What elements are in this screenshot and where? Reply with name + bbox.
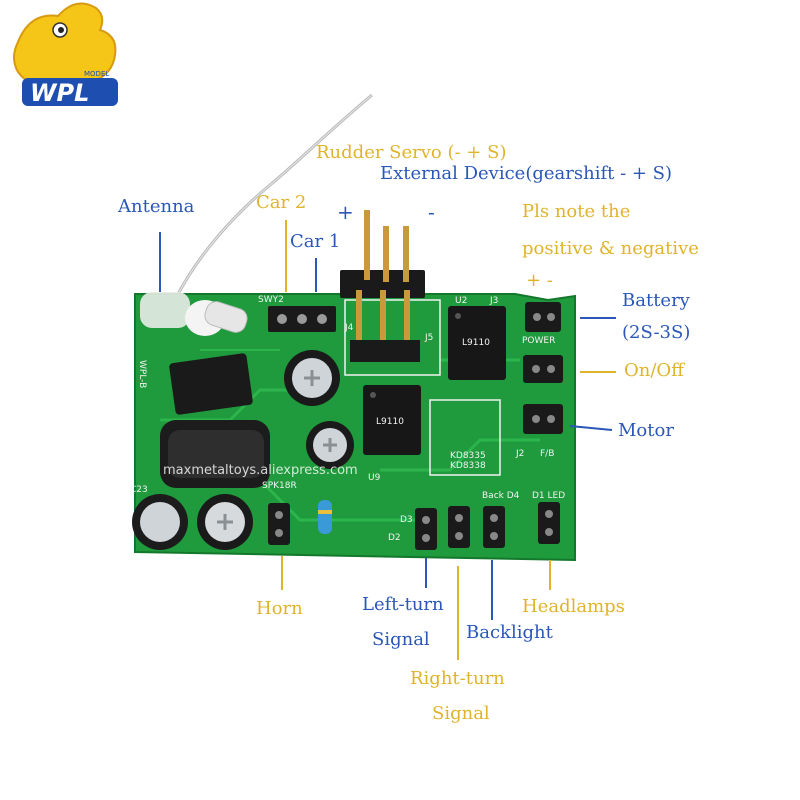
silk-d2: D2 [388,533,401,543]
silk-board-id: WPL-B [137,360,147,388]
label-rudder-servo: Rudder Servo (- + S) [316,142,506,163]
logo-text: WPL [30,79,89,107]
diode [318,500,332,534]
wpl-logo: WPL MODEL [13,2,118,107]
silk-j2: J2 [515,449,524,459]
silk-d3: D3 [400,515,413,525]
silk-u2: U2 [455,296,467,306]
label-servo-plus: + [337,200,354,224]
label-horn: Horn [256,598,303,619]
silk-u9: U9 [368,473,381,483]
label-servo-minus: - [428,200,435,224]
logo-subtext: MODEL [84,70,109,78]
label-note-line2: positive & negative [522,238,699,259]
silk-power: POWER [522,336,555,346]
car-header [268,306,336,332]
silk-j4: J4 [344,323,354,333]
silk-d1-led: D1 LED [532,491,565,501]
ic-chip-1 [448,306,506,380]
battery-connector [525,302,561,332]
capacitor-2 [306,421,354,469]
crystal [204,301,248,333]
box-capacitor [169,353,253,415]
onoff-connector [523,355,563,383]
label-external-device: External Device(gearshift - + S) [380,163,672,184]
silk-spk: SPK18R [262,481,297,491]
watermark: maxmetaltoys.aliexpress.com [163,463,358,478]
silk-fb: F/B [540,449,554,459]
label-battery: Battery [622,290,691,311]
horn-connector [268,503,290,545]
headlamps-connector [538,502,560,544]
motor-connector [523,404,563,434]
silk-swy2: SWY2 [258,295,284,305]
pin-header-upright [340,210,425,362]
silk-chip2: KD8338 [450,461,486,471]
label-note-line1: Pls note the [522,201,630,222]
label-battery-polarity: + - [526,270,553,291]
silk-c23: C23 [130,485,148,495]
label-headlamps: Headlamps [522,596,625,617]
silk-j3: J3 [489,296,498,306]
right-turn-connector [448,506,470,548]
capacitor-4 [197,494,253,550]
label-right-turn-2: Signal [432,703,490,724]
label-backlight: Backlight [466,622,554,643]
leader-lines [159,220,616,660]
silk-j5: J5 [424,333,433,343]
silk-ic-mid: L9110 [376,417,404,427]
label-left-turn-1: Left-turn [362,594,444,615]
label-right-turn-1: Right-turn [410,668,505,689]
silk-ic-top: L9110 [462,338,490,348]
capacitor-1 [284,350,340,406]
ic-chip-2 [363,385,421,455]
silk-back-d4: Back D4 [482,491,520,501]
label-car1: Car 1 [290,231,340,252]
silk-chip1: KD8335 [450,451,486,461]
label-car2: Car 2 [256,192,306,213]
backlight-connector [483,506,505,548]
inductor [160,420,270,488]
capacitor-3 [132,494,188,550]
label-left-turn-2: Signal [372,629,430,650]
label-antenna: Antenna [117,196,195,217]
left-turn-connector [415,508,437,550]
label-motor: Motor [618,420,674,441]
label-battery-cells: (2S-3S) [622,322,690,343]
label-on-off: On/Off [624,360,685,381]
